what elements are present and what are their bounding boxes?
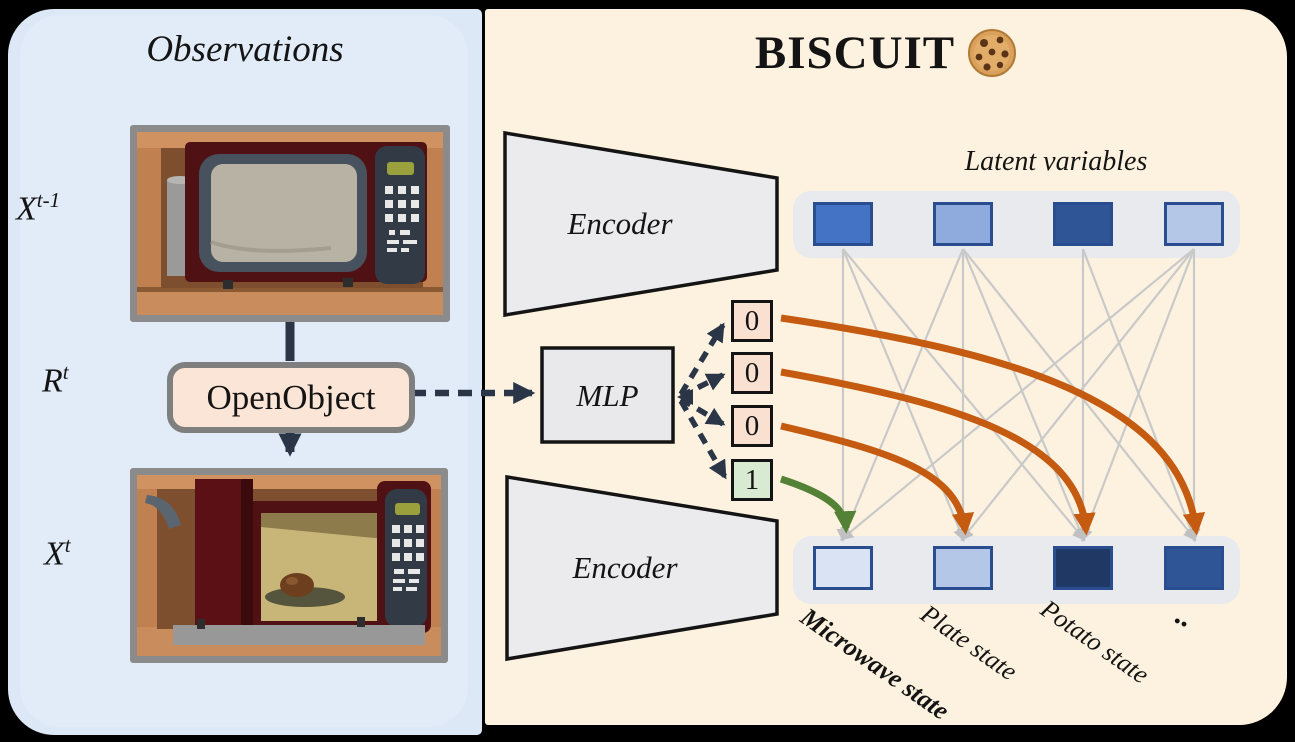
open-object-action-box: OpenObject — [167, 362, 415, 433]
flag-box-1: 0 — [731, 300, 773, 342]
intervention-arrow-orange — [780, 422, 975, 536]
encoder-top-label: Encoder — [567, 206, 673, 241]
latent-square-top-1 — [813, 202, 873, 246]
biscuit-title: BISCUIT — [754, 27, 956, 79]
biscuit-title-row: BISCUIT — [485, 26, 1287, 80]
latent-square-top-4 — [1164, 202, 1224, 246]
intervention-arrow-orange — [780, 368, 1096, 536]
intervention-arrow-green — [779, 475, 857, 534]
encoder-bottom-label: Encoder — [572, 550, 678, 585]
latent-top-container — [793, 191, 1240, 258]
microwave-closed-illustration — [137, 132, 443, 315]
label-regime: Rt — [42, 360, 69, 400]
encoder-bottom-shape — [505, 474, 779, 662]
label-x-current: Xt — [44, 533, 71, 573]
label-x-prev: Xt-1 — [16, 188, 61, 228]
latent-square-bottom-other — [1164, 546, 1224, 590]
encoder-top-shape — [503, 130, 779, 318]
observation-image-closed-microwave — [130, 125, 450, 322]
mlp-box — [540, 346, 675, 444]
flag-box-2: 0 — [731, 352, 773, 394]
microwave-open-illustration — [137, 475, 441, 656]
latent-square-top-3 — [1053, 202, 1113, 246]
cookie-icon — [968, 29, 1017, 77]
mlp-back-arrowhead — [677, 389, 693, 405]
flag-box-3: 0 — [731, 405, 773, 447]
latent-square-top-2 — [933, 202, 993, 246]
mlp-label: MLP — [576, 378, 639, 413]
flag-box-4: 1 — [731, 459, 773, 501]
latent-square-bottom-potato — [1053, 546, 1113, 590]
latent-bottom-container — [793, 536, 1240, 604]
observation-image-open-microwave — [130, 468, 448, 663]
intervention-arrows — [779, 314, 1206, 536]
intervention-arrow-orange — [780, 314, 1206, 536]
latent-square-bottom-plate — [933, 546, 993, 590]
latent-variables-label: Latent variables — [964, 146, 1148, 177]
observations-title: Observations — [146, 29, 344, 70]
latent-square-bottom-microwave — [813, 546, 873, 590]
